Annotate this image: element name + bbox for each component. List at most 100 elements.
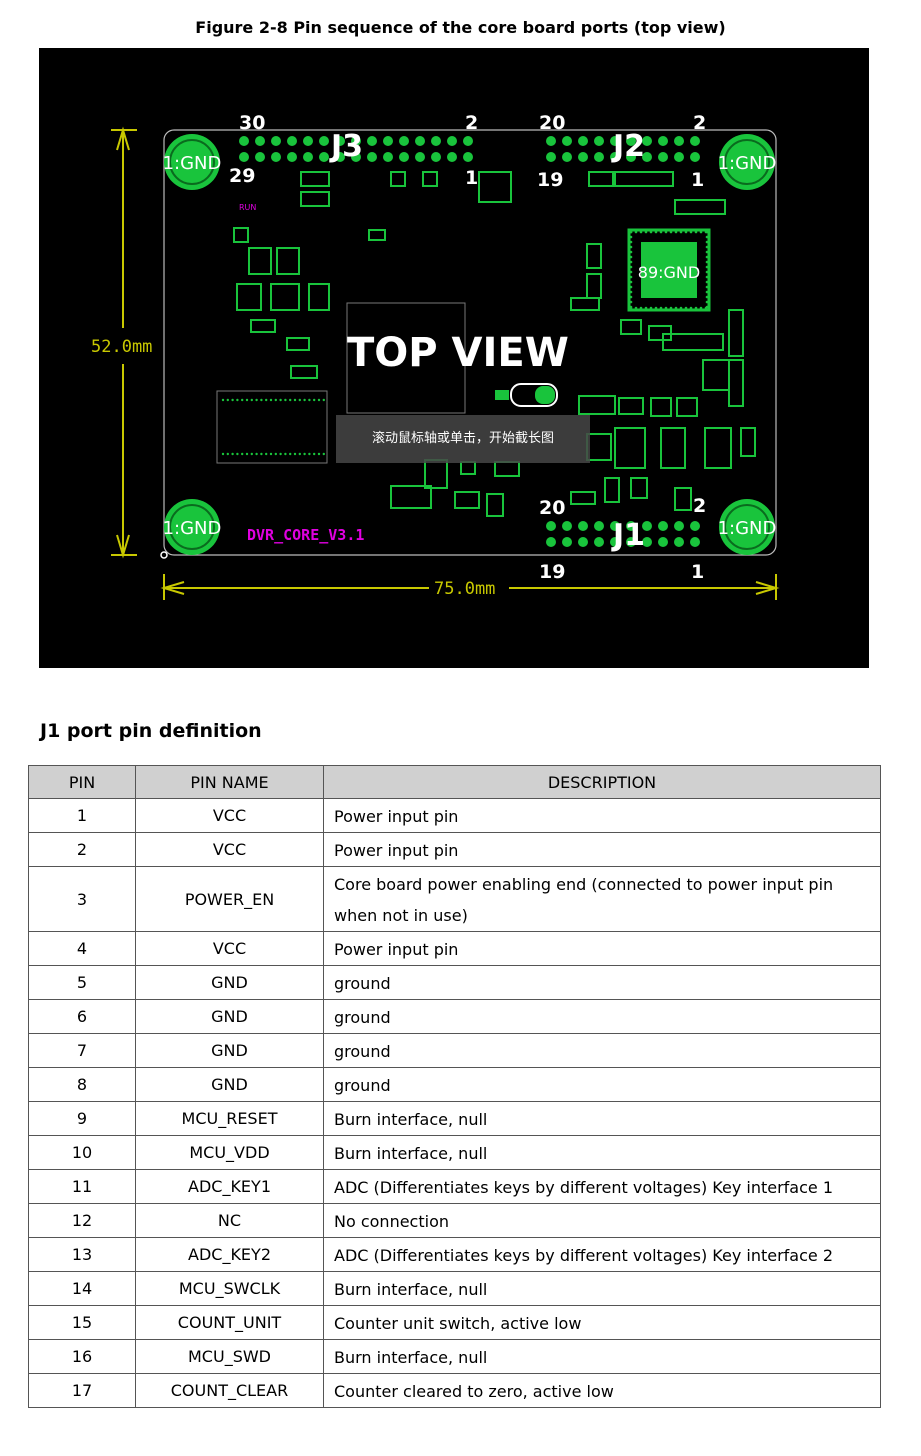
component-footprint	[570, 297, 600, 311]
pad	[241, 398, 244, 402]
component-footprint	[250, 319, 276, 333]
pad	[626, 152, 636, 162]
pad	[447, 136, 457, 146]
description-cell: Core board power enabling end (connected…	[323, 866, 881, 932]
component-footprint	[300, 191, 330, 207]
pad	[690, 136, 700, 146]
pin-cell: 14	[28, 1271, 136, 1306]
component-footprint	[650, 397, 672, 417]
pad	[303, 398, 306, 402]
description-cell: Counter cleared to zero, active low	[323, 1373, 881, 1408]
component-footprint	[390, 171, 406, 187]
pad	[626, 521, 636, 531]
pad	[241, 452, 244, 456]
pad	[274, 398, 277, 402]
component-footprint	[674, 487, 692, 511]
component-footprint	[486, 493, 504, 517]
pin-cell: 1	[28, 798, 136, 833]
pin-name-cell: ADC_KEY1	[135, 1169, 324, 1204]
pin-cell: 3	[28, 866, 136, 932]
pad	[594, 152, 604, 162]
pad	[308, 452, 311, 456]
component-footprint	[586, 433, 612, 461]
pad	[239, 136, 249, 146]
pin-name-cell: ADC_KEY2	[135, 1237, 324, 1272]
pad	[303, 452, 306, 456]
pad	[431, 152, 441, 162]
soc-outline	[346, 302, 466, 414]
pad	[546, 152, 556, 162]
pin-name-cell: VCC	[135, 832, 324, 867]
pad	[658, 521, 668, 531]
pad	[269, 452, 273, 456]
pad	[322, 452, 325, 456]
pad	[298, 398, 301, 402]
component-footprint	[586, 273, 602, 299]
gnd-label: 1:GND	[718, 153, 777, 174]
j3-pin-30-label: 30	[239, 112, 265, 134]
j3-connector-pads	[239, 136, 473, 162]
pad	[319, 136, 329, 146]
description-cell: ADC (Differentiates keys by different vo…	[323, 1169, 881, 1204]
chip-label: 89:GND	[638, 263, 700, 282]
pad	[317, 452, 321, 456]
screenshot-overlay-tip[interactable]: 滚动鼠标轴或单击，开始截长图	[336, 415, 590, 463]
pad	[399, 152, 409, 162]
pad	[578, 136, 588, 146]
component-footprint	[704, 427, 732, 469]
pad	[319, 152, 329, 162]
component-footprint	[460, 461, 476, 475]
pad	[594, 537, 604, 547]
description-cell: ground	[323, 1067, 881, 1102]
pad	[287, 136, 297, 146]
j3-pin-1-label: 1	[465, 167, 478, 189]
description-cell: Counter unit switch, active low	[323, 1305, 881, 1340]
pad	[245, 398, 249, 402]
board-name-label: DVR_CORE_V3.1	[247, 526, 364, 544]
height-dimension	[111, 126, 137, 559]
description-cell: ground	[323, 1033, 881, 1068]
pad	[610, 537, 620, 547]
pad	[546, 136, 556, 146]
component-footprint	[276, 247, 300, 275]
pad	[690, 152, 700, 162]
pad	[284, 452, 287, 456]
pad	[221, 398, 225, 402]
j2-pin-19-label: 19	[537, 169, 563, 191]
pad	[317, 398, 321, 402]
pin-name-cell: POWER_EN	[135, 866, 324, 932]
component-footprint	[662, 333, 724, 351]
gnd-label: 1:GND	[718, 518, 777, 539]
origin-marker	[160, 551, 168, 559]
description-cell: Burn interface, null	[323, 1101, 881, 1136]
pad	[279, 398, 282, 402]
pad	[546, 521, 556, 531]
battery-symbol	[495, 383, 558, 407]
pad	[594, 136, 604, 146]
pin-cell: 8	[28, 1067, 136, 1102]
pad	[298, 452, 301, 456]
pad	[260, 452, 263, 456]
pin-cell: 12	[28, 1203, 136, 1238]
component-footprint	[728, 359, 744, 407]
pad	[399, 136, 409, 146]
pin-name-cell: MCU_VDD	[135, 1135, 324, 1170]
gnd-label: 1:GND	[163, 153, 222, 174]
pin-cell: 2	[28, 832, 136, 867]
pad	[351, 152, 361, 162]
component-footprint	[674, 199, 726, 215]
mount-hole-tr: 1:GND	[718, 134, 777, 190]
section-title: J1 port pin definition	[40, 720, 262, 742]
component-footprint	[478, 171, 512, 203]
pad	[239, 152, 249, 162]
pad	[303, 152, 313, 162]
pad	[610, 136, 620, 146]
pad	[642, 537, 652, 547]
pad	[367, 152, 377, 162]
